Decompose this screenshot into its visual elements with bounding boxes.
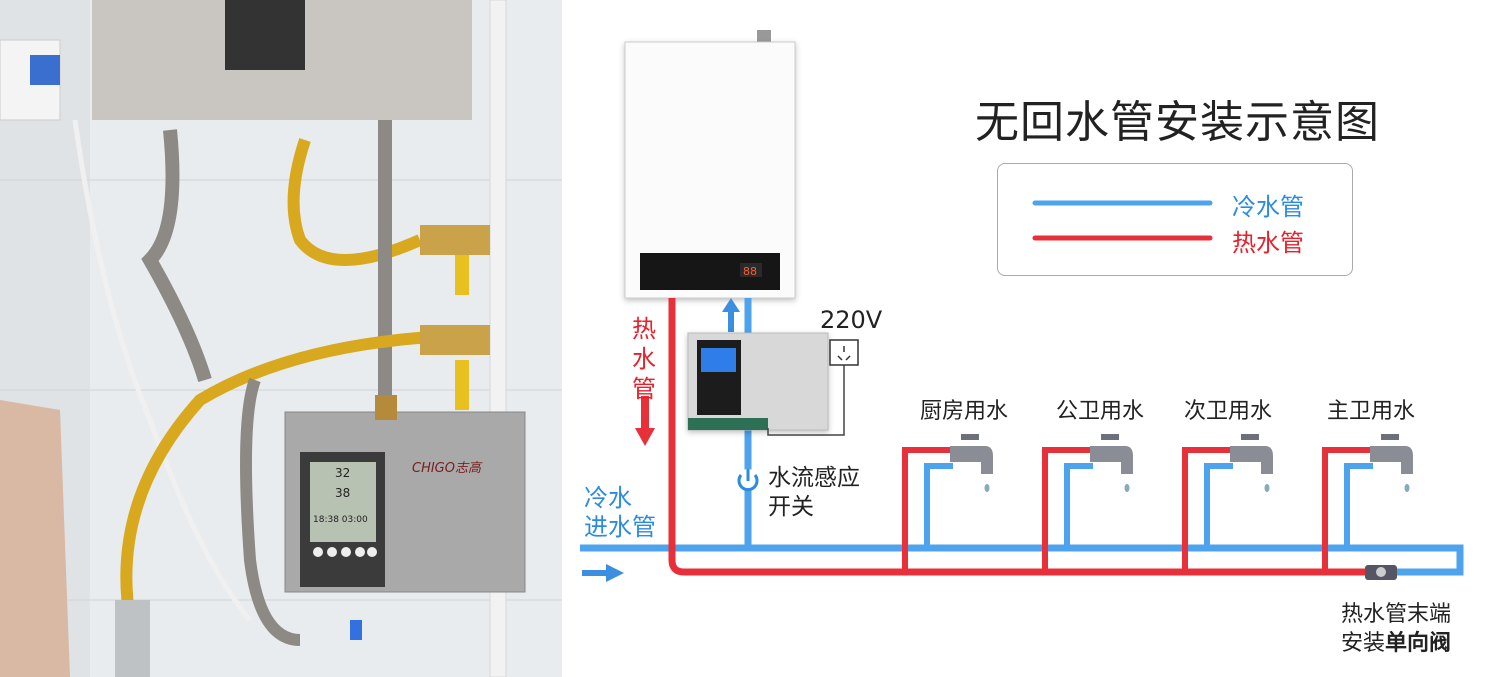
outlet-label-master-bath: 主卫用水 <box>1327 399 1416 424</box>
faucet-handle-icon <box>961 434 979 440</box>
power-wire <box>767 365 845 436</box>
end-note-2a: 安装 <box>1341 631 1386 656</box>
svg-text:38: 38 <box>335 486 350 500</box>
faucet-icon <box>1370 446 1413 474</box>
faucet-handle-icon <box>1101 434 1119 440</box>
outlet-label-kitchen: 厨房用水 <box>920 399 1009 424</box>
cold-branch-pipe <box>1344 463 1373 548</box>
circulation-pump-unit: 32 38 18:38 03:00 CHIGO志高 <box>284 395 526 593</box>
faucet-handle-icon <box>1241 434 1259 440</box>
check-valve-icon <box>1365 565 1397 580</box>
hot-pipe-label: 热水管 <box>632 315 656 403</box>
cold-branch-pipe <box>924 463 953 548</box>
diagram-title: 无回水管安装示意图 <box>975 97 1380 148</box>
outlet-label-second-bath: 次卫用水 <box>1184 399 1273 424</box>
water-drop-icon <box>1264 484 1270 492</box>
hot-branch-pipe <box>902 447 950 572</box>
faucet-handle-icon <box>1381 434 1399 440</box>
piping-diagram: 88 <box>580 30 1464 582</box>
hot-branch-pipe <box>1322 447 1370 572</box>
legend <box>997 163 1353 276</box>
cold-water-main-pipe <box>580 544 1464 576</box>
voltage-label: 220V <box>820 306 883 334</box>
cold-inlet-label-2: 进水管 <box>584 513 656 541</box>
legend-hot-label: 热水管 <box>1232 229 1304 257</box>
arrow-down-icon <box>635 396 655 446</box>
legend-cold-label: 冷水管 <box>1232 193 1304 221</box>
arrow-right-icon <box>582 564 624 582</box>
flow-switch-label-2: 开关 <box>768 494 814 520</box>
arrow-up-icon <box>722 298 740 332</box>
faucet-icon <box>950 446 993 474</box>
cold-branch-pipe <box>1204 463 1233 548</box>
cold-inlet-label-1: 冷水 <box>584 484 632 512</box>
water-drop-icon <box>984 484 990 492</box>
flow-switch-icon <box>737 469 759 492</box>
svg-text:88: 88 <box>743 265 757 278</box>
hot-water-main-pipe <box>668 298 1365 576</box>
outlet-label-public-bath: 公卫用水 <box>1056 399 1145 424</box>
water-drop-icon <box>1124 484 1130 492</box>
end-note-1: 热水管末端 <box>1341 602 1452 627</box>
hot-branch-pipe <box>1042 447 1090 572</box>
svg-text:CHIGO志高: CHIGO志高 <box>412 461 483 476</box>
flow-switch-label-1: 水流感应 <box>768 465 860 491</box>
water-drop-icon <box>1404 484 1410 492</box>
svg-text:32: 32 <box>335 466 350 480</box>
svg-text:18:38 03:00: 18:38 03:00 <box>313 515 368 525</box>
power-socket-icon <box>829 339 859 366</box>
water-heater: 88 <box>624 41 796 299</box>
hot-branch-pipe <box>1182 447 1230 572</box>
faucet-icon <box>1230 446 1273 474</box>
circulation-pump <box>687 332 829 431</box>
installation-photo: 32 38 18:38 03:00 CHIGO志高 <box>0 0 562 677</box>
end-note-2b: 单向阀 <box>1385 631 1452 656</box>
cold-branch-pipe <box>1064 463 1093 548</box>
faucet-icon <box>1090 446 1133 474</box>
